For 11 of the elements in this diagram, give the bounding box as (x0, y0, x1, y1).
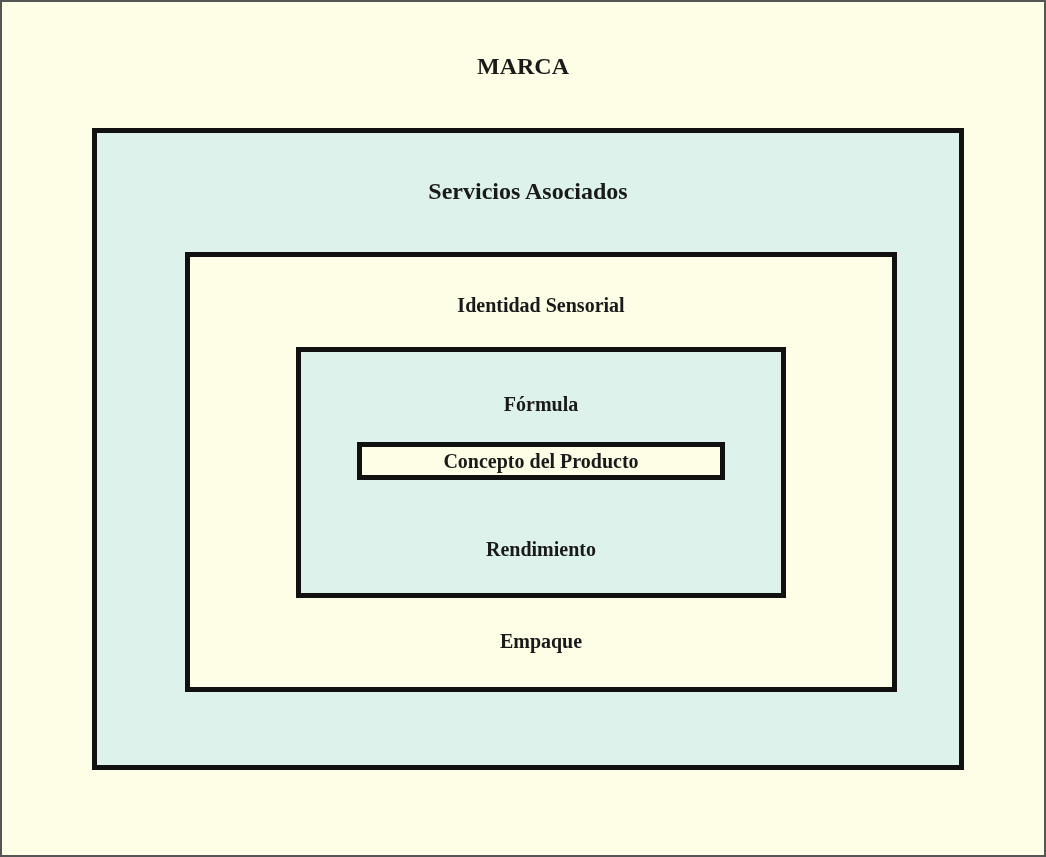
nested-box (357, 442, 725, 480)
box-label: Identidad Sensorial (457, 293, 625, 317)
box-label: Servicios Asociados (428, 177, 628, 206)
box-label: MARCA (477, 52, 569, 81)
nested-box (296, 347, 786, 598)
box-label: Fórmula (503, 392, 579, 416)
box-label: Rendimiento (486, 537, 596, 561)
box-label: Concepto del Producto (443, 449, 639, 473)
box-label: Empaque (499, 629, 583, 653)
nested-box (92, 128, 964, 770)
nested-box (185, 252, 897, 692)
